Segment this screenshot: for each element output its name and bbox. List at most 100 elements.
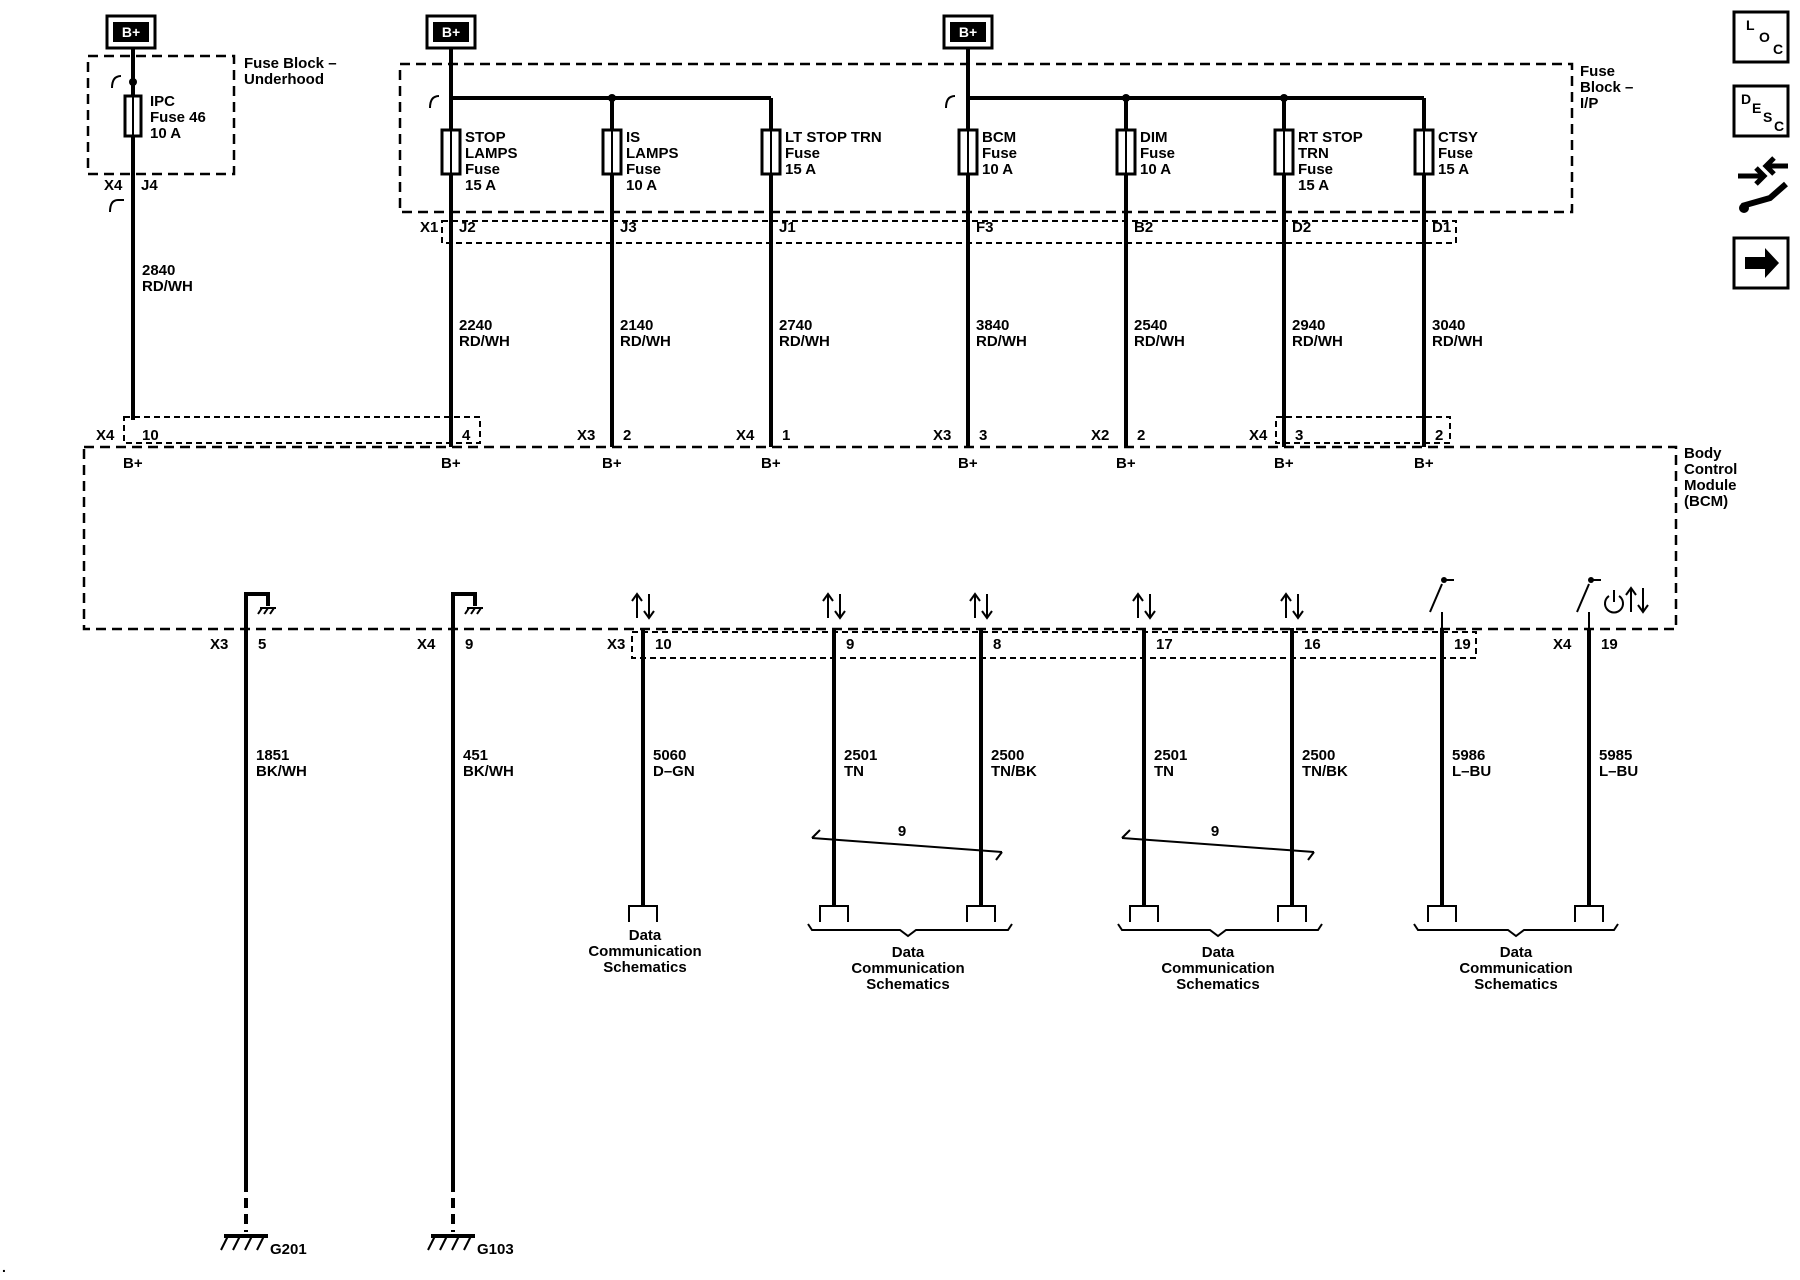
bcm-connector: X4 xyxy=(1553,636,1572,653)
bcm-connector: X3 xyxy=(210,636,228,653)
fuse-block-underhood-outline xyxy=(86,54,236,176)
connector-repair-icon[interactable] xyxy=(1738,156,1788,213)
fuse-block-underhood-label: Fuse Block – xyxy=(244,55,337,72)
chassis-ground-icon xyxy=(427,1234,475,1251)
fuse-label-line: Fuse xyxy=(626,161,661,178)
fuse-pin: F3 xyxy=(976,219,994,236)
fuse-label-line: TRN xyxy=(1298,145,1329,162)
bcm-pin: 2 xyxy=(1137,427,1145,444)
data-comm-brace-4: Data Communication Schematics xyxy=(1413,923,1619,993)
description-button[interactable]: D E S C xyxy=(1732,84,1790,138)
bcm-conn-x4: X4 xyxy=(96,427,115,444)
fuse-pin: D1 xyxy=(1432,219,1451,236)
fuse-label-line: Fuse xyxy=(1298,161,1333,178)
bcm-pin: 3 xyxy=(979,427,987,444)
fuse-pin: J3 xyxy=(620,219,637,236)
bcm-connector: X3 xyxy=(933,427,951,444)
data-terminal-icon xyxy=(628,905,658,922)
next-arrow-button[interactable] xyxy=(1732,236,1790,290)
wire-number: 2240 xyxy=(459,317,492,334)
fuse-label-line: Fuse xyxy=(465,161,500,178)
svg-text:C: C xyxy=(1773,41,1783,57)
twisted-pair-2: 9 xyxy=(1121,823,1315,861)
wire-color: RD/WH xyxy=(1292,333,1343,350)
wire-2840-color: RD/WH xyxy=(142,278,193,295)
wire-number: 2501 xyxy=(844,747,877,764)
location-button[interactable]: L O C xyxy=(1732,10,1790,64)
wire-number: 3840 xyxy=(976,317,1009,334)
bidirectional-arrows-icon xyxy=(822,592,846,620)
fuse-label-line: STOP xyxy=(465,129,506,146)
svg-text:B+: B+ xyxy=(959,24,977,40)
wire-color: L–BU xyxy=(1599,763,1638,780)
bcm-connector: X3 xyxy=(607,636,625,653)
fuse-label-line: Fuse xyxy=(1140,145,1175,162)
fuse-pin: J1 xyxy=(779,219,796,236)
svg-text:E: E xyxy=(1752,100,1761,116)
wire-number: 2501 xyxy=(1154,747,1187,764)
data-comm-brace-3: Data Communication Schematics xyxy=(1117,923,1323,993)
svg-text:Schematics: Schematics xyxy=(603,959,686,976)
bcm-bplus-1: B+ xyxy=(123,455,143,472)
fuse-pin: D2 xyxy=(1292,219,1311,236)
switch-contact-icon xyxy=(1429,577,1454,628)
svg-text:Communication: Communication xyxy=(1459,960,1572,977)
data-terminal-icon xyxy=(819,905,849,922)
bcm-bplus: B+ xyxy=(602,455,622,472)
data-terminal-icon xyxy=(1277,905,1307,922)
wire-2840-number: 2840 xyxy=(142,262,175,279)
svg-text:Schematics: Schematics xyxy=(1176,976,1259,993)
wire-number: 5985 xyxy=(1599,747,1632,764)
wire-color: L–BU xyxy=(1452,763,1491,780)
fuse-label-line: 10 A xyxy=(982,161,1013,178)
data-comm-label-1: Data Communication Schematics xyxy=(588,927,701,976)
fuse-label-line: LAMPS xyxy=(626,145,679,162)
svg-text:O: O xyxy=(1759,29,1770,45)
wire-color: TN xyxy=(1154,763,1174,780)
bcm-pin: 9 xyxy=(846,636,854,653)
fuse-label-line: Fuse xyxy=(785,145,820,162)
fuse-label-line: CTSY xyxy=(1438,129,1478,146)
switch-contact-icon xyxy=(1576,577,1601,628)
data-terminal-icon xyxy=(1574,905,1604,922)
fuse-label-line: IS xyxy=(626,129,640,146)
ground-label: G103 xyxy=(477,1241,514,1258)
wire-color: RD/WH xyxy=(779,333,830,350)
bcm-x3-bottom-connector xyxy=(631,631,1477,659)
power-icon xyxy=(1604,590,1624,614)
bcm-bplus: B+ xyxy=(761,455,781,472)
bcm-pin-10: 10 xyxy=(142,427,159,444)
fuse-label-line: BCM xyxy=(982,129,1016,146)
fuse-label-line: 15 A xyxy=(1438,161,1469,178)
fuse-block-ip-label-2: Block – xyxy=(1580,79,1633,96)
bcm-label-3: Module xyxy=(1684,477,1737,494)
svg-text:D: D xyxy=(1741,91,1751,107)
bcm-pin: 3 xyxy=(1295,427,1303,444)
bidirectional-arrows-icon xyxy=(1132,592,1156,620)
bidirectional-arrows-icon xyxy=(1280,592,1304,620)
bcm-connector: X4 xyxy=(1249,427,1268,444)
bcm-connector: X4 xyxy=(417,636,436,653)
bidirectional-arrows-icon xyxy=(1625,586,1649,614)
wire-number: 2500 xyxy=(1302,747,1335,764)
bcm-x4-top-connector xyxy=(123,416,481,444)
svg-text:Data: Data xyxy=(892,944,925,961)
wire-number: 3040 xyxy=(1432,317,1465,334)
fuse-label-line: LT STOP TRN xyxy=(785,129,882,146)
wire-number: 5986 xyxy=(1452,747,1485,764)
svg-text:C: C xyxy=(1774,118,1784,134)
ipc-fuse-number: Fuse 46 xyxy=(150,109,206,126)
twisted-pair-1: 9 xyxy=(811,823,1003,861)
svg-text:L: L xyxy=(1746,17,1755,33)
